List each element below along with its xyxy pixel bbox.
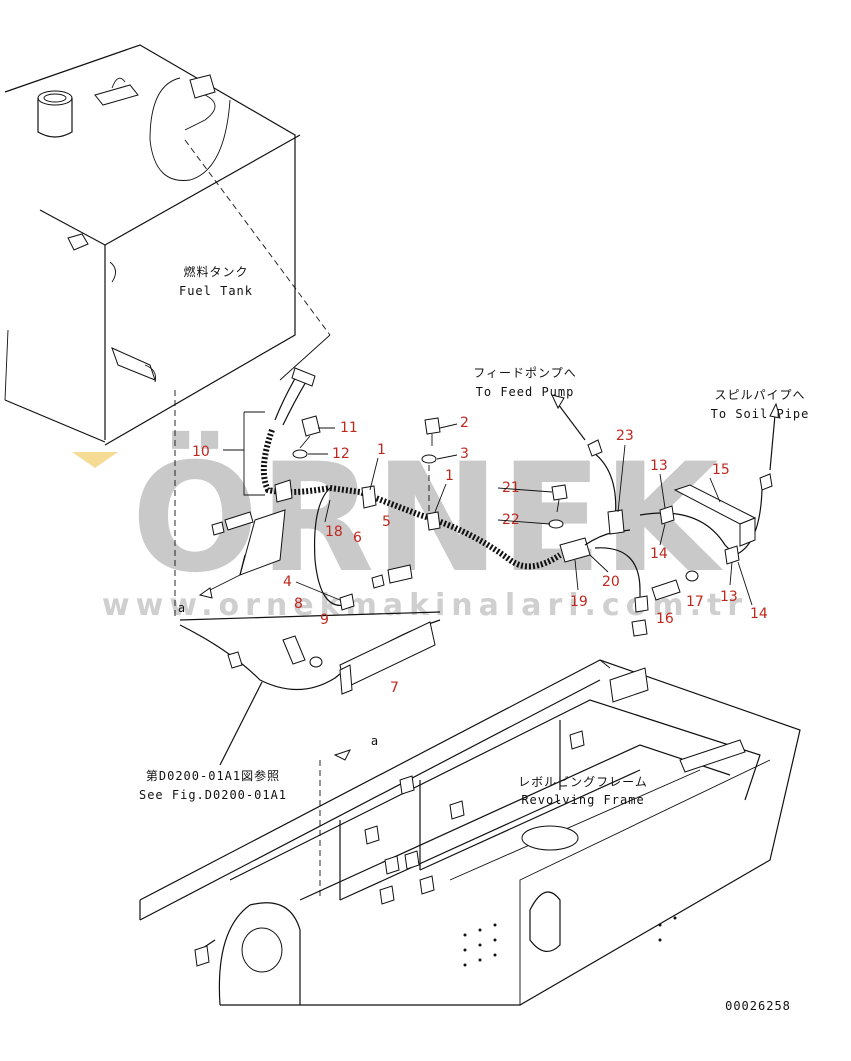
callouts: 1 1 2 3 4 5 6 7 8 9 10 11 12 13 13 14 14… — [192, 415, 768, 696]
ref-a-center: a — [371, 734, 379, 748]
callout-16: 16 — [656, 611, 674, 627]
leader-lines — [223, 411, 753, 606]
drawing-number: 00026258 — [725, 999, 791, 1013]
see-fig-label-jp: 第D0200-01A1図参照 — [146, 768, 280, 783]
watermark: ÖRNEK www.ornekmakinalari.com.tr — [72, 430, 748, 623]
frame-rivets — [463, 916, 677, 967]
callout-22: 22 — [502, 512, 520, 528]
callout-1b: 1 — [445, 468, 454, 484]
feed-pump-label-en: To Feed Pump — [476, 385, 575, 399]
fasteners — [198, 394, 781, 668]
revolving-frame-label-jp: レボルビングフレーム — [518, 775, 648, 789]
callout-5: 5 — [382, 514, 391, 530]
revolving-frame-label-en: Revolving Frame — [521, 793, 644, 807]
see-fig-leader — [219, 681, 263, 766]
revolving-frame — [139, 659, 801, 1006]
callout-8: 8 — [294, 596, 303, 612]
callout-9: 9 — [320, 612, 329, 628]
callout-1a: 1 — [377, 442, 386, 458]
callout-2: 2 — [460, 415, 469, 431]
soil-pipe-label-jp: スピルパイプへ — [714, 388, 805, 402]
callout-12: 12 — [332, 446, 350, 462]
callout-23: 23 — [616, 428, 634, 444]
callout-17: 17 — [686, 594, 704, 610]
callout-14a: 14 — [650, 546, 668, 562]
callout-10: 10 — [192, 444, 210, 460]
soil-pipe-label-en: To Soil Pipe — [711, 407, 810, 421]
callout-11: 11 — [340, 420, 358, 436]
callout-21: 21 — [502, 480, 520, 496]
see-fig-label-en: See Fig.D0200-01A1 — [139, 788, 287, 802]
callout-14b: 14 — [750, 606, 768, 622]
callout-18: 18 — [325, 524, 343, 540]
callout-13a: 13 — [650, 458, 668, 474]
callout-19: 19 — [570, 594, 588, 610]
callout-7: 7 — [390, 680, 399, 696]
callout-4: 4 — [283, 574, 292, 590]
ref-a-left: a — [178, 601, 186, 615]
fuel-tank-label-en: Fuel Tank — [179, 284, 253, 298]
callout-3: 3 — [460, 446, 469, 462]
fuel-hose-assembly — [174, 367, 773, 695]
callout-6: 6 — [353, 530, 362, 546]
feed-pump-label-jp: フィードポンプへ — [473, 366, 576, 380]
watermark-url: www.ornekmakinalari.com.tr — [102, 588, 748, 623]
watermark-accent-icon — [72, 452, 118, 468]
fuel-tank-label-jp: 燃料タンク — [183, 264, 248, 279]
callout-15: 15 — [712, 462, 730, 478]
callout-13b: 13 — [720, 589, 738, 605]
fuel-tank — [4, 44, 331, 446]
callout-20: 20 — [602, 574, 620, 590]
